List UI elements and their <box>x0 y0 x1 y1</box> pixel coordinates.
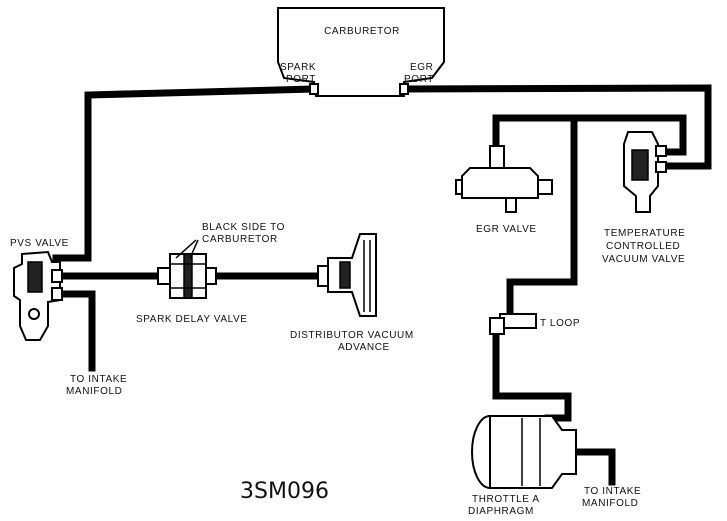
spark-port-label-2: PORT <box>286 74 316 85</box>
temperature-controlled-vacuum-valve <box>623 131 667 213</box>
distributor-label-1: DISTRIBUTOR VACUUM <box>290 330 414 341</box>
spark-delay-valve-label: SPARK DELAY VALVE <box>136 314 248 325</box>
black-side-label-1: BLACK SIDE TO <box>202 222 285 233</box>
egr-port-label-2: PORT <box>404 74 434 85</box>
hose-temp-valve-to-tee <box>506 120 578 322</box>
egr-valve-label: EGR VALVE <box>476 224 537 235</box>
black-side-leader-right <box>189 239 199 259</box>
black-side-leader-left <box>175 239 197 259</box>
distributor-label-2: ADVANCE <box>338 342 390 353</box>
vacuum-hoses <box>52 84 712 486</box>
egr-port-label-1: EGR <box>410 62 433 73</box>
temp-valve-label-3: VACUUM VALVE <box>602 254 685 265</box>
pvs-valve <box>13 250 63 341</box>
hose-spark-port-to-pvs <box>52 85 318 262</box>
egr-valve <box>455 145 553 213</box>
temp-valve-label-2: CONTROLLED <box>606 241 680 252</box>
temp-valve-label-1: TEMPERATURE <box>604 228 685 239</box>
black-side-label-2: CARBURETOR <box>202 234 278 245</box>
hose-temp-valve-to-egr-valve <box>492 114 687 156</box>
diaphragm-label-2: DIAPHRAGM <box>468 506 534 517</box>
spark-port-label-1: SPARK <box>280 62 316 73</box>
diaphragm-label-1: THROTTLE A <box>472 494 540 505</box>
hose-tee-to-diaphragm <box>492 326 572 422</box>
hose-egr-port-to-temp-valve <box>400 84 712 170</box>
spark-delay-valve <box>157 253 217 299</box>
carburetor <box>277 7 445 97</box>
diagram-code: 3SM096 <box>240 479 329 504</box>
pvs-valve-label: PVS VALVE <box>10 238 69 249</box>
distributor-vacuum-advance <box>317 233 377 317</box>
throttle-diaphragm <box>471 415 577 489</box>
hose-pvs-to-intake-manifold <box>56 290 96 372</box>
carburetor-label: CARBURETOR <box>324 26 400 37</box>
egr-port-nipple <box>399 83 409 95</box>
intake-manifold-left-label-2: MANIFOLD <box>66 386 122 397</box>
tee-label: T LOOP <box>540 318 580 329</box>
tee-fitting <box>489 313 537 335</box>
intake-manifold-right-label-1: TO INTAKE <box>584 486 641 497</box>
intake-manifold-right-label-2: MANIFOLD <box>582 498 638 509</box>
intake-manifold-left-label-1: TO INTAKE <box>70 374 127 385</box>
spark-port-nipple <box>309 83 319 95</box>
hose-diaphragm-to-intake-manifold <box>570 448 616 486</box>
